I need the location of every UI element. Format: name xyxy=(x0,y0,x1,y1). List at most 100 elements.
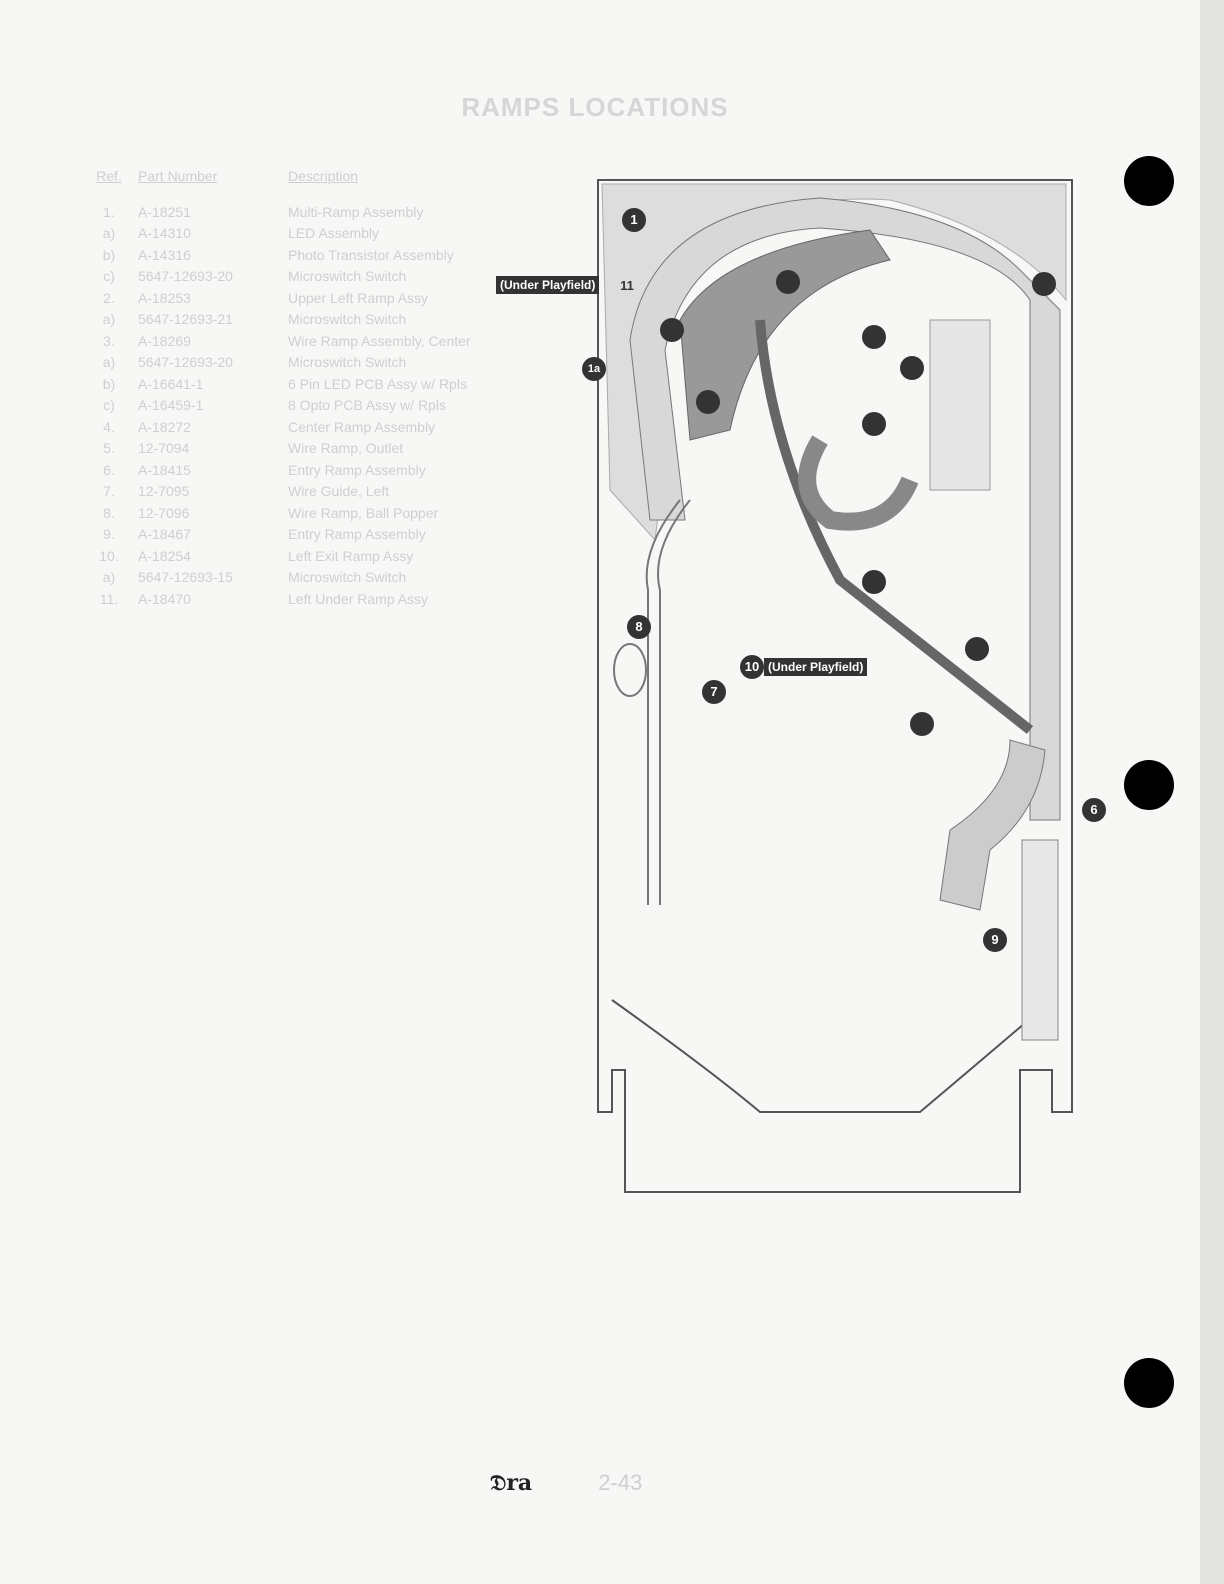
right-panel xyxy=(929,319,991,491)
row-part-number: A-18269 xyxy=(138,332,191,349)
page-footer: 𝔇ra 2-43 xyxy=(490,1470,642,1496)
row-part-number: 12-7094 xyxy=(138,440,190,456)
callout-11: 11 xyxy=(620,278,634,293)
table-header: Ref. Part Number Description xyxy=(80,168,548,190)
multi-ramp xyxy=(629,197,1061,821)
row-ref: a) xyxy=(102,311,116,327)
row-description: Left Under Ramp Assy xyxy=(288,590,429,607)
callout-unlabeled xyxy=(862,412,886,436)
callout-7: 7 xyxy=(702,680,726,704)
table-row: 3. A-18269 Wire Ramp Assembly, Center xyxy=(80,333,548,355)
row-part-number: A-16641-1 xyxy=(138,375,204,392)
binder-hole xyxy=(1124,1358,1174,1408)
page-number: 2-43 xyxy=(598,1470,643,1495)
row-part-number: A-18467 xyxy=(138,526,191,542)
row-description: Entry Ramp Assembly xyxy=(288,526,426,542)
row-description: Center Ramp Assembly xyxy=(288,418,436,435)
callout-10: 10 xyxy=(740,655,764,679)
playfield-outline xyxy=(597,179,1073,1193)
row-description: Wire Ramp Assembly, Center xyxy=(288,332,471,349)
table-row: a) 5647-12693-15 Microswitch Switch xyxy=(80,569,548,591)
row-description: Microswitch Switch xyxy=(288,354,407,370)
row-part-number: A-18251 xyxy=(138,203,191,220)
table-row: c) 5647-12693-20 Microswitch Switch xyxy=(80,268,548,290)
callout-unlabeled xyxy=(862,570,886,594)
entry-ramp xyxy=(939,739,1046,911)
callout-11-note: (Under Playfield) xyxy=(496,276,600,294)
row-ref: a) xyxy=(102,225,116,241)
center-ramp xyxy=(798,435,919,531)
outhole-curve xyxy=(611,999,1053,1113)
header-part-number: Part Number xyxy=(138,168,218,184)
row-part-number: A-18254 xyxy=(138,547,191,564)
callout-unlabeled xyxy=(776,270,800,294)
binder-hole xyxy=(1124,156,1174,206)
row-ref: 2. xyxy=(103,289,115,306)
callout-unlabeled xyxy=(1032,272,1056,296)
callout-9: 9 xyxy=(983,928,1007,952)
ball-popper xyxy=(613,643,647,697)
row-ref: c) xyxy=(103,268,115,284)
row-description: Microswitch Switch xyxy=(288,569,407,585)
row-ref: a) xyxy=(102,569,116,585)
row-part-number: 12-7095 xyxy=(138,483,190,499)
header-description: Description xyxy=(288,168,359,184)
table-row: 9. A-18467 Entry Ramp Assembly xyxy=(80,526,548,548)
row-part-number: A-14310 xyxy=(138,225,191,241)
row-description: Microswitch Switch xyxy=(288,268,407,284)
callout-8: 8 xyxy=(627,615,651,639)
table-row: 2. A-18253 Upper Left Ramp Assy xyxy=(80,290,548,312)
row-part-number: A-18415 xyxy=(138,461,191,478)
callout-unlabeled xyxy=(862,325,886,349)
row-description: LED Assembly xyxy=(288,225,380,241)
wire-ramp-center xyxy=(755,319,1034,734)
row-description: Wire Ramp, Outlet xyxy=(288,440,404,456)
row-ref: 5. xyxy=(103,440,115,456)
row-ref: b) xyxy=(102,246,116,263)
row-ref: 1. xyxy=(103,203,115,220)
callout-10-note: (Under Playfield) xyxy=(764,658,868,676)
callout-unlabeled xyxy=(696,390,720,414)
row-description: 6 Pin LED PCB Assy w/ Rpls xyxy=(288,375,467,392)
row-ref: 4. xyxy=(103,418,115,435)
playfield-diagram xyxy=(597,179,1073,1193)
table-row: 5. 12-7094 Wire Ramp, Outlet xyxy=(80,440,548,462)
callout-1: 1 xyxy=(622,208,646,232)
row-part-number: 5647-12693-20 xyxy=(138,268,233,284)
row-description: Upper Left Ramp Assy xyxy=(288,289,429,306)
row-ref: 7. xyxy=(103,483,115,499)
row-part-number: 5647-12693-20 xyxy=(138,354,233,370)
row-ref: 10. xyxy=(99,547,119,564)
upper-left-ramp xyxy=(679,229,891,441)
callout-1a: 1a xyxy=(582,357,606,381)
row-description: Wire Ramp, Ball Popper xyxy=(288,504,439,521)
row-ref: 9. xyxy=(103,526,115,542)
shooter-lane xyxy=(1021,839,1059,1041)
row-part-number: A-18272 xyxy=(138,418,191,435)
wire-guide-left xyxy=(645,499,691,905)
row-part-number: A-16459-1 xyxy=(138,397,204,413)
row-description: Photo Transistor Assembly xyxy=(288,246,454,263)
page-title: RAMPS LOCATIONS xyxy=(461,92,729,122)
binder-hole xyxy=(1124,760,1174,810)
table-row: 4. A-18272 Center Ramp Assembly xyxy=(80,419,548,441)
row-description: Wire Guide, Left xyxy=(288,483,390,499)
callout-unlabeled xyxy=(965,637,989,661)
table-row: 7. 12-7095 Wire Guide, Left xyxy=(80,483,548,505)
row-part-number: A-18253 xyxy=(138,289,191,306)
row-ref: 3. xyxy=(103,332,115,349)
row-part-number: 5647-12693-21 xyxy=(138,311,233,327)
callout-unlabeled xyxy=(900,356,924,380)
footer-logo: 𝔇ra xyxy=(490,1470,533,1496)
callout-unlabeled xyxy=(910,712,934,736)
callout-6: 6 xyxy=(1082,798,1106,822)
row-part-number: 5647-12693-15 xyxy=(138,569,233,585)
